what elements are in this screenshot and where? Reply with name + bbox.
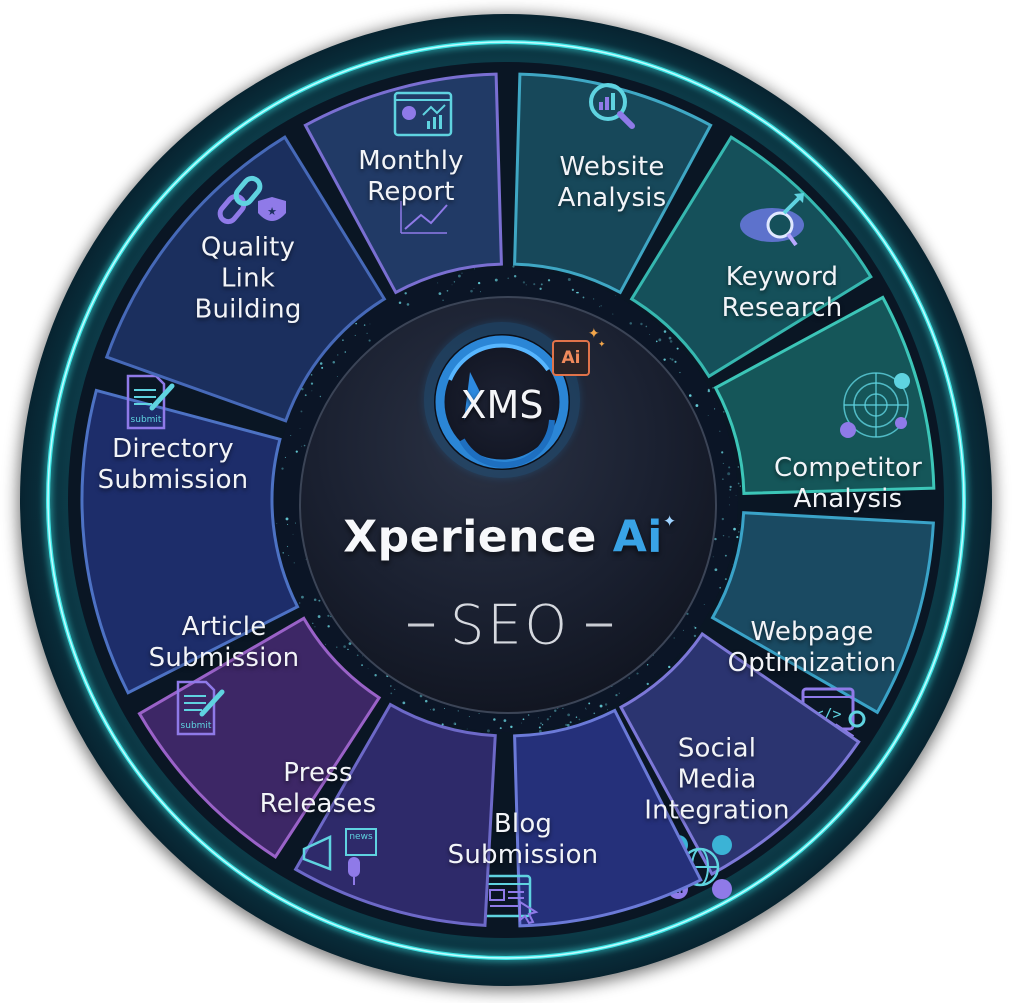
segment-label-line: Blog (493, 809, 553, 839)
segment-label-line: Website (559, 152, 665, 182)
segment-label-line: Media (677, 764, 757, 795)
segment-label-line: Link (220, 263, 276, 294)
segment-label-line: Submission (447, 840, 599, 870)
segment-label-line: Webpage (750, 617, 874, 647)
sparkle-icon: ✦ (598, 340, 606, 350)
segment-blog-submission (513, 708, 703, 928)
segment-label-line: Article (181, 612, 267, 642)
segment-label-line: Analysis (793, 484, 903, 514)
segment-keyword-research (629, 135, 873, 379)
xms-logo-icon (424, 322, 580, 478)
cloud-search-icon (740, 193, 804, 247)
document-pen-icon: submit (176, 680, 225, 736)
segment-social-media-integration (618, 631, 861, 877)
ai-badge: Ai (552, 340, 590, 376)
segment-directory-submission (80, 388, 300, 695)
seo-subtitle: SEO (408, 594, 612, 657)
segment-label-line: Submission (97, 465, 249, 495)
segment-label-line: Analysis (557, 183, 667, 213)
segment-monthly-report (303, 72, 503, 295)
subtitle-text: SEO (450, 593, 570, 657)
segment-label-line: Report (367, 177, 455, 207)
segment-label-line: Quality (200, 232, 296, 263)
segment-quality-link-building (104, 135, 387, 423)
dash-right (585, 623, 612, 627)
segment-label-line: Directory (112, 434, 234, 464)
segment-label-line: Building (194, 294, 302, 325)
brand-title: Xperience Ai✦ (343, 512, 677, 563)
submit-label: submit (181, 721, 212, 731)
segment-label-line: Social (677, 733, 757, 764)
submit-label: submit (131, 415, 162, 425)
magnifier-chart-icon (589, 83, 635, 129)
segment-press-releases (293, 702, 497, 927)
news-label: news (349, 832, 373, 842)
segment-article-submission (137, 616, 382, 859)
segment-label-line: Press (283, 758, 353, 788)
sparkle-icon: ✦ (588, 326, 600, 342)
segment-label-line: Releases (259, 789, 377, 819)
segment-website-analysis (513, 72, 713, 295)
segment-label-line: Keyword (725, 262, 839, 292)
megaphone-news-icon: news (302, 828, 377, 885)
segment-label-line: Submission (148, 643, 300, 673)
dash-left (408, 623, 435, 627)
center-disk (299, 296, 717, 714)
segment-competitor-analysis (713, 295, 936, 495)
document-pen-icon: submit (126, 374, 175, 430)
radar-icon (840, 372, 910, 438)
svg-text:★: ★ (267, 205, 277, 218)
segment-label-line: Monthly (358, 146, 464, 176)
brand-title-accent: Ai (612, 511, 663, 563)
segment-label-line: Competitor (773, 453, 923, 483)
segment-label-line: Integration (644, 795, 790, 826)
logo-text: XMS (460, 383, 544, 427)
segment-webpage-optimization (710, 511, 935, 715)
brand-title-main: Xperience (343, 511, 613, 563)
segment-ring: </> f in (80, 72, 936, 928)
segment-label-line: Research (721, 293, 843, 323)
sparkle-icon: ✦ (662, 511, 677, 531)
segment-label-line: Optimization (727, 648, 897, 678)
dashboard-report-icon (393, 91, 453, 234)
chain-shield-icon: ★ (217, 175, 286, 225)
